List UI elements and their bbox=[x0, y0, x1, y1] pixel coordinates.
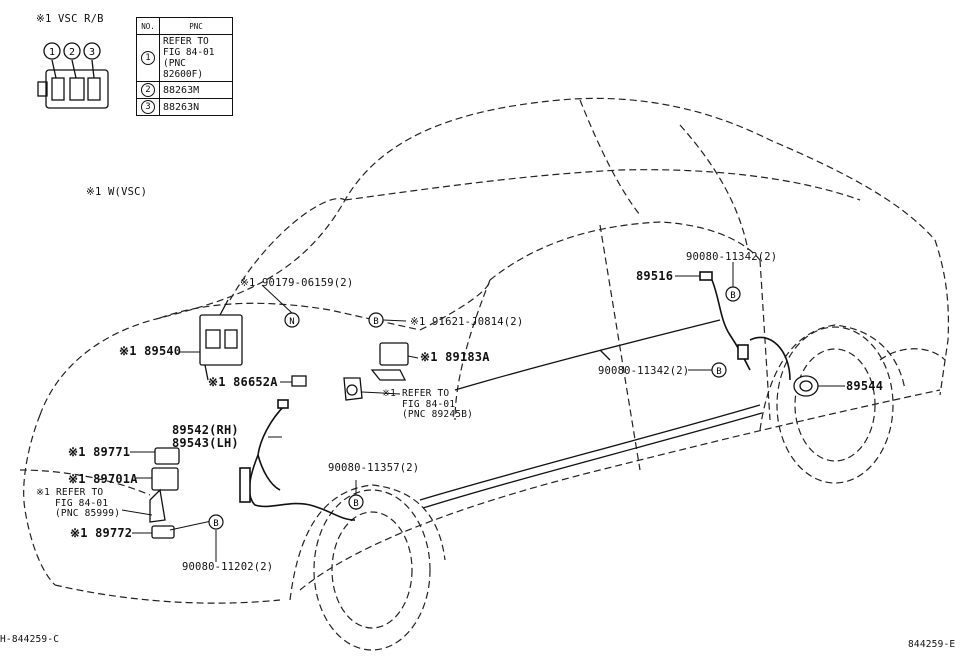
table-row: 3 88263N bbox=[136, 98, 233, 116]
callout-91621: ※1 91621-J0814(2) bbox=[410, 316, 524, 328]
footer-left-code: H-844259-C bbox=[0, 634, 60, 645]
marker-b-11357 bbox=[348, 494, 364, 510]
pnc-table-header: NO. PNC bbox=[136, 17, 233, 35]
callout-refer-89245-line1: ※1 REFER TO bbox=[382, 388, 450, 399]
sensor-89516 bbox=[699, 271, 791, 381]
callout-refer-85999-line3: (PNC 85999) bbox=[55, 508, 121, 519]
marker-b-11342-top bbox=[725, 286, 741, 302]
marker-b-91621 bbox=[368, 312, 384, 328]
callout-refer-85999-line2: FIG 84-01 bbox=[55, 498, 109, 509]
callout-89516: 89516 bbox=[636, 269, 674, 283]
callout-86652a: ※1 86652A bbox=[208, 375, 278, 389]
callout-90080-11342-top: 90080-11342(2) bbox=[686, 251, 778, 263]
sensor-86652a bbox=[291, 375, 307, 387]
callout-90080-11342-mid: 90080-11342(2) bbox=[598, 365, 690, 377]
yaw-sensor-89183a bbox=[370, 342, 409, 381]
pin-3-label: 3 bbox=[89, 47, 95, 58]
table-row: 1 REFER TO FIG 84-01 (PNC 82600F) bbox=[136, 34, 233, 82]
callout-89542: 89542(RH) bbox=[172, 423, 239, 437]
row-1-line-3: (PNC 82600F) bbox=[163, 58, 204, 80]
rear-wheel bbox=[759, 324, 906, 484]
row-2-no: 2 bbox=[141, 83, 155, 97]
callout-89183a: ※1 89183A bbox=[420, 350, 490, 364]
footer-right-code: 844259-E bbox=[908, 639, 956, 650]
sensor-89701a bbox=[149, 467, 179, 523]
front-wheel bbox=[289, 484, 446, 651]
pin-1-label: 1 bbox=[49, 47, 55, 58]
callout-refer-89245-line3: (PNC 89245B) bbox=[402, 409, 474, 420]
table-row: 2 88263M bbox=[136, 81, 233, 99]
harness-89542 bbox=[239, 399, 356, 521]
ecu-89540 bbox=[199, 299, 243, 381]
marker-n-label: N bbox=[289, 317, 294, 327]
sensor-89544 bbox=[793, 375, 819, 397]
leader-lines bbox=[121, 262, 845, 562]
callout-90080-11202: 90080-11202(2) bbox=[182, 561, 274, 573]
row-3-pnc: 88263N bbox=[159, 98, 233, 116]
callout-89543: 89543(LH) bbox=[172, 436, 239, 450]
callout-refer-85999-line1: ※1 REFER TO bbox=[36, 487, 104, 498]
col-no-header: NO. bbox=[136, 17, 160, 35]
callout-89540: ※1 89540 bbox=[119, 344, 182, 358]
row-2-pnc: 88263M bbox=[159, 81, 233, 99]
sensor-89772 bbox=[151, 525, 175, 539]
pnc-table: NO. PNC 1 REFER TO FIG 84-01 (PNC 82600F… bbox=[136, 17, 233, 116]
marker-b-11342-mid-label: B bbox=[716, 367, 721, 377]
vsc-rb-label: ※1 VSC R/B bbox=[36, 13, 104, 25]
car-body-outline bbox=[19, 97, 950, 604]
marker-b-11342-mid bbox=[711, 362, 727, 378]
marker-b-11357-label: B bbox=[353, 499, 358, 509]
pin-2-label: 2 bbox=[69, 47, 75, 58]
row-1-line-1: REFER TO bbox=[163, 36, 209, 47]
row-1-line-2: FIG 84-01 bbox=[163, 47, 215, 58]
bracket-89245 bbox=[343, 377, 363, 401]
marker-b-11202-label: B bbox=[213, 519, 218, 529]
marker-n bbox=[284, 312, 300, 328]
callout-89772: ※1 89772 bbox=[70, 526, 133, 540]
body-trim bbox=[419, 319, 763, 509]
row-1-no: 1 bbox=[141, 51, 155, 65]
sensor-89771 bbox=[154, 447, 180, 465]
callout-89544: 89544 bbox=[846, 379, 884, 393]
marker-b-11342-top-label: B bbox=[730, 291, 735, 301]
row-3-no: 3 bbox=[141, 100, 155, 114]
w-vsc-label: ※1 W(VSC) bbox=[86, 186, 148, 198]
marker-b-11202 bbox=[208, 514, 224, 530]
callout-refer-89245-line2: FIG 84-01 bbox=[402, 399, 456, 410]
callout-89701a: ※1 89701A bbox=[68, 472, 138, 486]
connector-block bbox=[37, 42, 109, 109]
callout-90080-11357: 90080-11357(2) bbox=[328, 462, 420, 474]
col-pnc-header: PNC bbox=[159, 17, 233, 35]
marker-b-91621-label: B bbox=[373, 317, 378, 327]
callout-90179: ※1 90179-06159(2) bbox=[240, 277, 354, 289]
callout-89771: ※1 89771 bbox=[68, 445, 131, 459]
